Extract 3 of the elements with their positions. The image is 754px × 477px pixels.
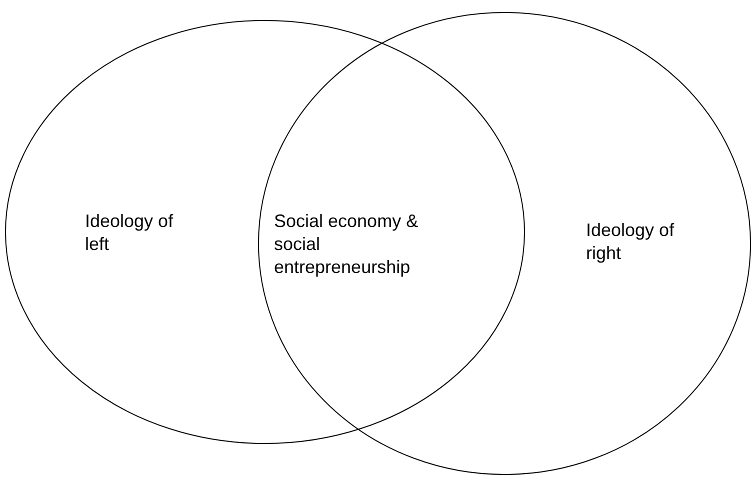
set-label: Ideology of right [586, 219, 676, 265]
set-label: Ideology of left [85, 210, 174, 256]
overlap-label: Social economy & social entrepreneurship [274, 210, 420, 279]
